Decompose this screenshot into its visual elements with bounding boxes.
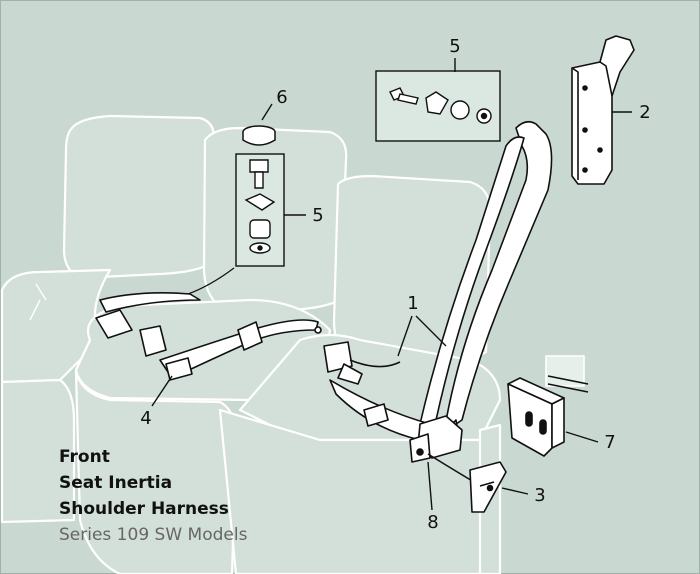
harness-stalk [349,359,401,368]
spacer-left [244,193,276,211]
callout-6: 6 [276,87,287,108]
bush-left [249,219,271,239]
bracket-side [551,397,565,449]
lap-belt-part-4 [95,292,322,381]
callout-3: 3 [534,485,545,506]
spacer-top [425,91,449,115]
angle-bracket-part-7 [507,355,589,457]
lap-belt-end-tab [165,357,193,381]
lap-belt-anchor-link [187,267,235,295]
callout-8: 8 [427,512,438,533]
harness-slider [363,403,389,427]
retractor-reel-part-8 [409,415,463,463]
bolt-shank-top [397,93,419,105]
lap-belt-upper-strap [99,292,201,313]
lap-belt-adjuster [237,321,263,351]
callout-5-left: 5 [312,205,323,226]
callout-1: 1 [407,293,418,314]
lap-belt-retractor [95,309,133,339]
leader-lines [151,58,632,511]
harness-strap-inner [419,136,525,425]
bracket-part-2 [571,35,635,185]
caption-line-seat-inertia: Seat Inertia [59,473,173,493]
bolt-shank-left [254,171,264,189]
bolt-kit-top-part-5 [375,70,501,142]
cap-part-6 [242,125,276,146]
bracket-slot-left [525,411,533,427]
callout-7: 7 [604,432,615,453]
seat-piping [29,283,47,321]
backing-plate [545,355,585,387]
seat-front-left [0,378,76,524]
bolt-kit-left-part-5 [235,153,285,267]
harness-strap-outer [443,120,553,433]
floor-bracket-part-3 [469,461,507,513]
lap-belt-buckle-tongue [139,325,167,357]
callout-4: 4 [140,408,151,429]
lap-belt-anchor [314,326,322,334]
caption-line-front: Front [59,447,110,467]
harness-tongue-link [337,363,363,385]
bracket-slot-right [539,419,547,435]
bolt-head-left [249,159,269,173]
seat-back-left [62,114,216,280]
caption-block: Front Seat Inertia Shoulder Harness Seri… [59,444,247,548]
bush-top [450,100,470,120]
caption-subtitle: Series 109 SW Models [59,525,248,545]
bracket-studs [547,375,589,393]
callout-5-top: 5 [449,36,460,57]
caption-line-shoulder-harness: Shoulder Harness [59,499,229,519]
callout-2: 2 [639,102,650,123]
